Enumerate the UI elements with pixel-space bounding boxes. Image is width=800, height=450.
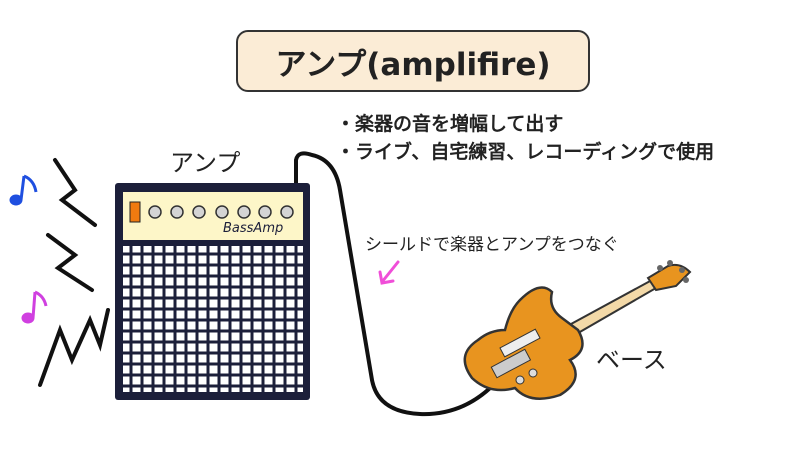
pink-arrow-icon [378, 260, 400, 285]
feature-list: ・楽器の音を増幅して出す ・ライブ、自宅練習、レコーディングで使用 [336, 110, 714, 166]
music-note-blue-icon [9, 174, 38, 206]
amp-label: アンプ [170, 149, 241, 177]
amp-knobs [148, 205, 294, 219]
shield-cable [294, 151, 507, 417]
sound-wave-lines [38, 158, 110, 387]
power-switch-icon [129, 201, 141, 223]
amp-illustration [115, 183, 310, 400]
cable-note: シールドで楽器とアンプをつなぐ [365, 235, 619, 255]
page-title: アンプ(amplifire) [236, 30, 590, 92]
feature-item: ・楽器の音を増幅して出す [336, 113, 564, 135]
bass-label: ベース [596, 346, 667, 374]
amp-brand: BassAmp [223, 221, 284, 236]
bass-guitar-illustration [463, 260, 692, 400]
music-note-pink-icon [21, 290, 48, 324]
feature-item: ・ライブ、自宅練習、レコーディングで使用 [336, 141, 715, 163]
